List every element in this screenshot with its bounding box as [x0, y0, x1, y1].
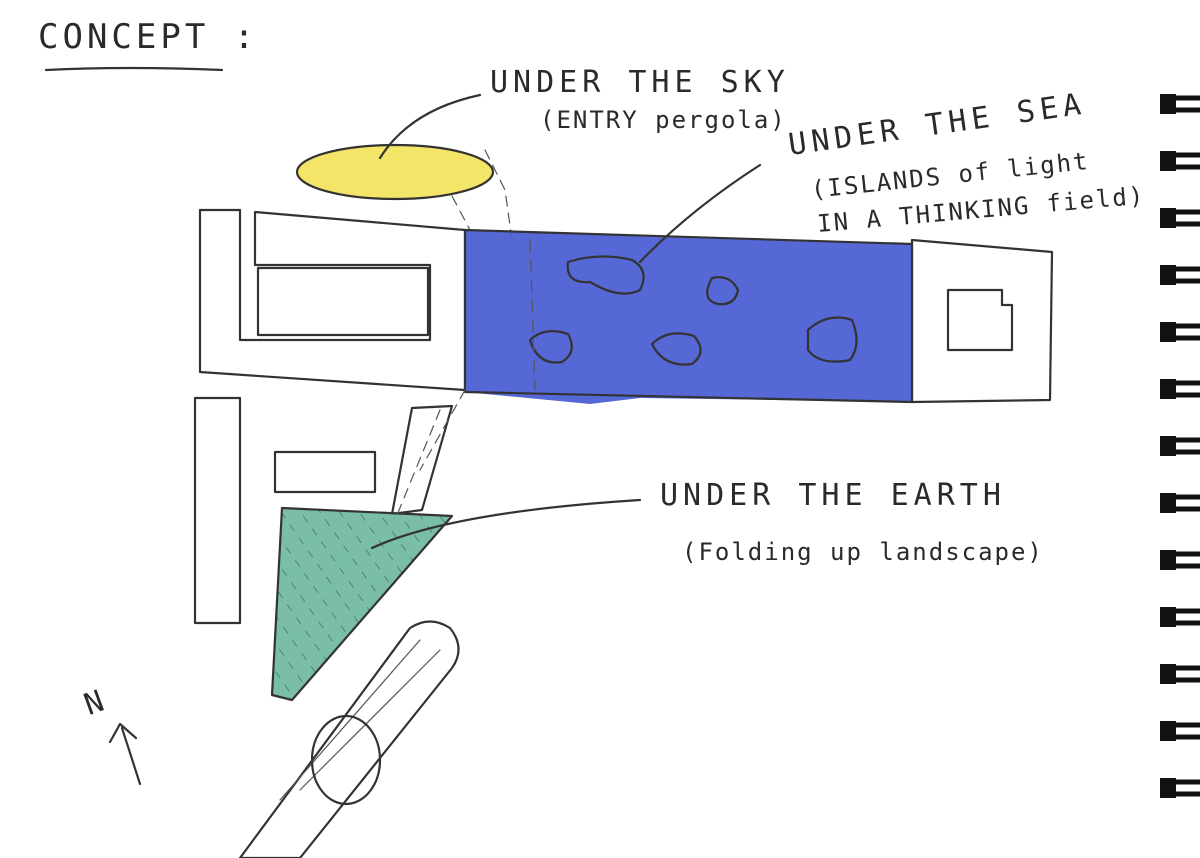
north-arrow-icon — [122, 728, 140, 784]
binding-hole — [1160, 721, 1176, 741]
binding-hole — [1160, 436, 1176, 456]
heading-group: CONCEPT : — [38, 17, 258, 70]
sea-field — [465, 230, 912, 404]
label-earth: UNDER THE EARTH (Folding up landscape) — [660, 478, 1044, 566]
north-label: N — [80, 683, 112, 723]
building-left-u — [200, 210, 465, 390]
label-sky: UNDER THE SKY (ENTRY pergola) — [490, 65, 790, 134]
spiral-binding-icon — [1160, 94, 1200, 798]
binding-hole — [1160, 664, 1176, 684]
binding-hole — [1160, 493, 1176, 513]
binding-hole — [1160, 94, 1176, 114]
building-left-strip — [195, 398, 240, 623]
binding-hole — [1160, 607, 1176, 627]
binding-hole — [1160, 322, 1176, 342]
binding-hole — [1160, 265, 1176, 285]
binding-hole — [1160, 778, 1176, 798]
building-diagonal — [392, 406, 452, 514]
building-right — [912, 240, 1052, 402]
north-arrow: N — [80, 683, 140, 784]
binding-hole — [1160, 151, 1176, 171]
label-sea: UNDER THE SEA (ISLANDS of light IN A THI… — [786, 87, 1146, 238]
label-sky-title: UNDER THE SKY — [490, 65, 790, 100]
sketch-title: CONCEPT : — [38, 17, 258, 57]
building-small-block — [275, 452, 375, 492]
label-earth-note: (Folding up landscape) — [682, 538, 1044, 566]
label-sky-note: (ENTRY pergola) — [540, 106, 787, 134]
title-underline — [46, 68, 222, 70]
binding-hole — [1160, 550, 1176, 570]
binding-hole — [1160, 208, 1176, 228]
diagonal-path — [240, 622, 459, 858]
label-earth-title: UNDER THE EARTH — [660, 478, 1006, 513]
binding-hole — [1160, 379, 1176, 399]
